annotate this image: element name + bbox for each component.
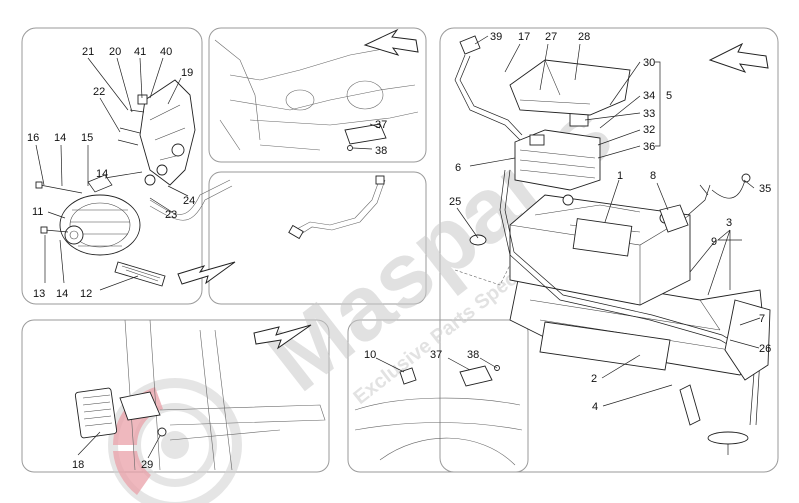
sensor-8	[659, 204, 689, 233]
callout-20: 20	[109, 46, 121, 58]
bracket-shape	[139, 79, 196, 186]
battery-assembly	[454, 35, 771, 455]
callout-24: 24	[183, 195, 195, 207]
callout-27: 27	[545, 31, 557, 43]
module-37	[459, 365, 493, 387]
pedal-sketch	[74, 319, 326, 471]
callout-38b: 38	[467, 349, 479, 361]
fuse-box	[514, 129, 601, 191]
callout-28: 28	[578, 31, 590, 43]
direction-arrow-icon	[253, 324, 312, 350]
panel-alternator	[21, 27, 203, 305]
callout-16: 16	[27, 132, 39, 144]
callout-14b: 14	[96, 168, 108, 180]
callout-17: 17	[518, 31, 530, 43]
callout-37a: 37	[375, 119, 387, 131]
callout-38a: 38	[375, 145, 387, 157]
callout-15: 15	[81, 132, 93, 144]
callouts: 21 20 41 40 19 22 16 14 15 14 24 11 23 1…	[27, 31, 771, 471]
fuse-cover	[509, 59, 631, 116]
callout-12: 12	[80, 288, 92, 300]
callout-32: 32	[643, 124, 655, 136]
callout-19: 19	[181, 67, 193, 79]
callout-23: 23	[165, 209, 177, 221]
sensor-location-sketch	[354, 365, 523, 466]
callout-29: 29	[141, 459, 153, 471]
direction-arrow-icon	[363, 28, 419, 56]
panel-sensor-location	[347, 319, 529, 473]
dashboard-sketch	[214, 39, 419, 151]
callout-40: 40	[160, 46, 172, 58]
callout-30: 30	[643, 57, 655, 69]
callout-25: 25	[449, 196, 461, 208]
direction-arrow-icon	[177, 261, 236, 285]
leader-lines	[35, 35, 761, 459]
module-37-shape	[344, 123, 387, 145]
callout-21: 21	[82, 46, 94, 58]
panel-battery	[439, 27, 779, 473]
callout-10: 10	[364, 349, 376, 361]
wiring-sketch	[288, 175, 386, 240]
callout-14a: 14	[54, 132, 66, 144]
callout-36: 36	[643, 141, 655, 153]
callout-6: 6	[455, 162, 461, 174]
callout-2: 2	[591, 373, 597, 385]
callout-39: 39	[490, 31, 502, 43]
callout-37b: 37	[430, 349, 442, 361]
callout-8: 8	[650, 170, 656, 182]
drive-belt	[114, 261, 166, 287]
callout-7: 7	[759, 313, 765, 325]
callout-26: 26	[759, 343, 771, 355]
callout-1: 1	[617, 170, 623, 182]
callout-9: 9	[711, 236, 717, 248]
callout-4: 4	[592, 401, 598, 413]
callout-34: 34	[643, 90, 655, 102]
panel-module-location	[208, 27, 427, 163]
callout-13: 13	[33, 288, 45, 300]
callout-5: 5	[666, 90, 672, 102]
panel-pedal-area	[21, 319, 330, 473]
pedal-18	[74, 387, 118, 439]
callout-18: 18	[72, 459, 84, 471]
callout-14c: 14	[56, 288, 68, 300]
callout-41: 41	[134, 46, 146, 58]
panel-wiring-location	[208, 171, 427, 305]
direction-arrow-icon	[708, 42, 769, 73]
pulley	[64, 225, 84, 245]
callout-35: 35	[759, 183, 771, 195]
callout-33: 33	[643, 108, 655, 120]
callout-3: 3	[726, 217, 732, 229]
callout-22: 22	[93, 86, 105, 98]
alternator-group	[35, 79, 233, 287]
callout-11: 11	[32, 206, 43, 218]
